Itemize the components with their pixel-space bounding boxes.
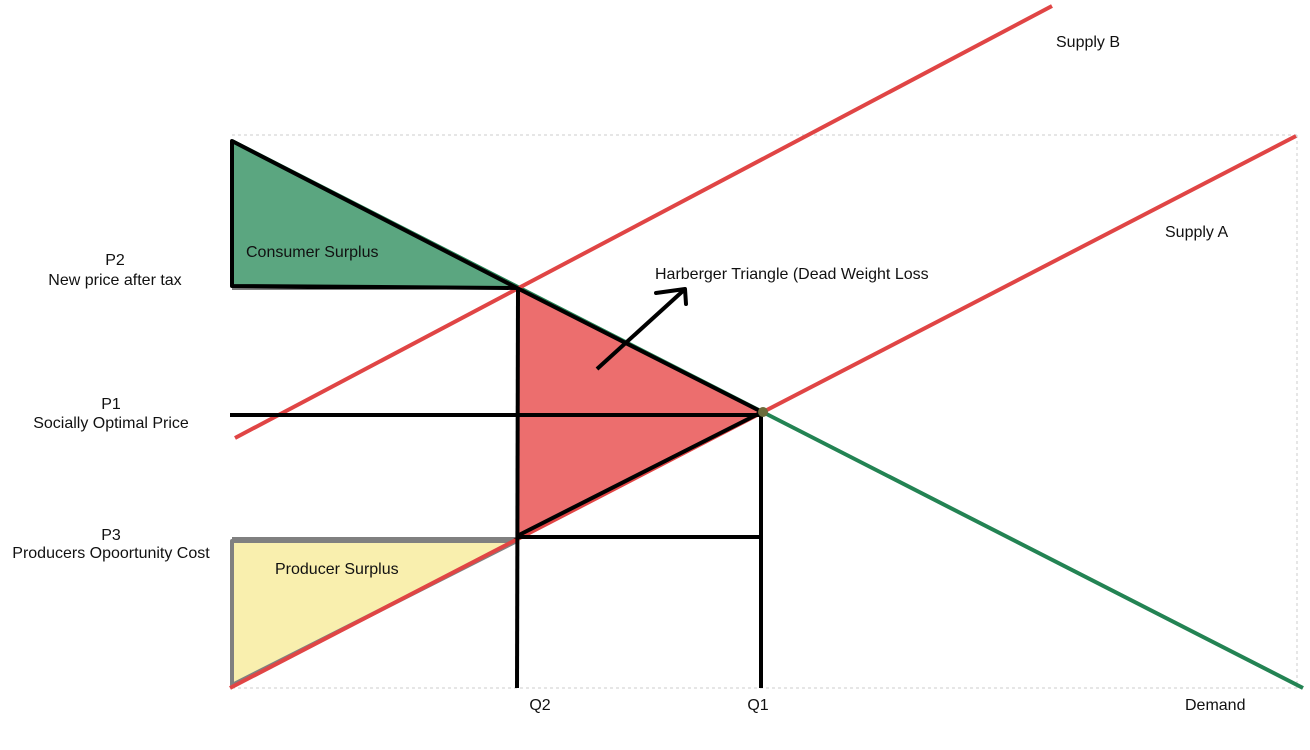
p1-description: Socially Optimal Price xyxy=(33,415,189,432)
p2-description: New price after tax xyxy=(48,272,181,289)
harberger-triangle-label: Harberger Triangle (Dead Weight Loss xyxy=(655,266,929,283)
harberger-arrow-shaft xyxy=(595,288,686,371)
consumer-surplus-label: Consumer Surplus xyxy=(246,244,379,261)
deadweight-loss-triangle xyxy=(517,288,762,536)
p2-label: P2 xyxy=(105,252,125,269)
supply-b-label: Supply B xyxy=(1056,34,1120,51)
supply-a-label: Supply A xyxy=(1165,224,1228,241)
q1-label: Q1 xyxy=(747,697,768,714)
consumer-surplus-border xyxy=(230,139,519,290)
q2-guide-line xyxy=(515,287,520,689)
q2-label: Q2 xyxy=(529,697,550,714)
p3-label: P3 xyxy=(101,527,121,544)
p3-description: Producers Opoortunity Cost xyxy=(12,545,210,562)
producer-surplus-label: Producer Surplus xyxy=(275,561,399,578)
deadweight-lower-edge xyxy=(516,410,763,538)
supply-b-curve xyxy=(234,4,1053,440)
harberger-arrow-head-icon xyxy=(654,287,688,306)
p1-label: P1 xyxy=(101,396,121,413)
equilibrium-point xyxy=(758,407,768,417)
demand-label: Demand xyxy=(1185,697,1245,714)
deadweight-upper-edge xyxy=(516,286,763,414)
